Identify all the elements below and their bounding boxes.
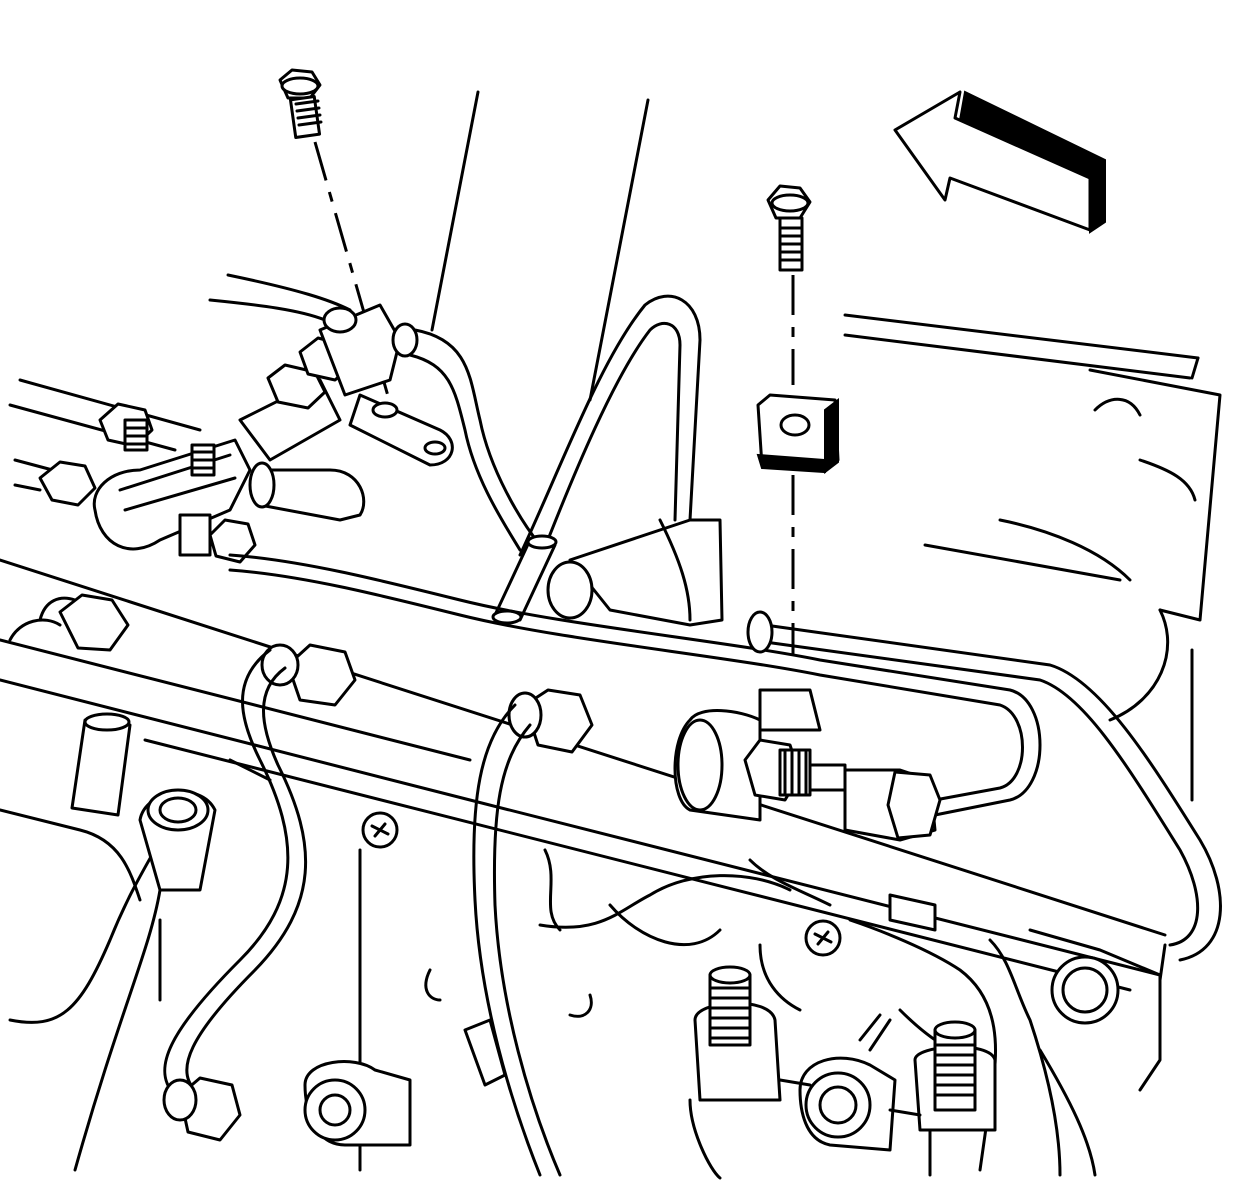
fittings (8, 593, 594, 754)
background-edges (208, 90, 1222, 802)
upper-right-bolt (766, 184, 812, 655)
fuel-lines (228, 294, 1222, 962)
injector-lines (162, 648, 562, 1177)
pressure-sensor (673, 688, 942, 842)
fuel-rail-upper (8, 303, 454, 564)
engine-block (0, 712, 1167, 1177)
direction-arrow (893, 90, 1106, 234)
clip-nut (756, 393, 840, 475)
manifold-studs (688, 965, 997, 1180)
